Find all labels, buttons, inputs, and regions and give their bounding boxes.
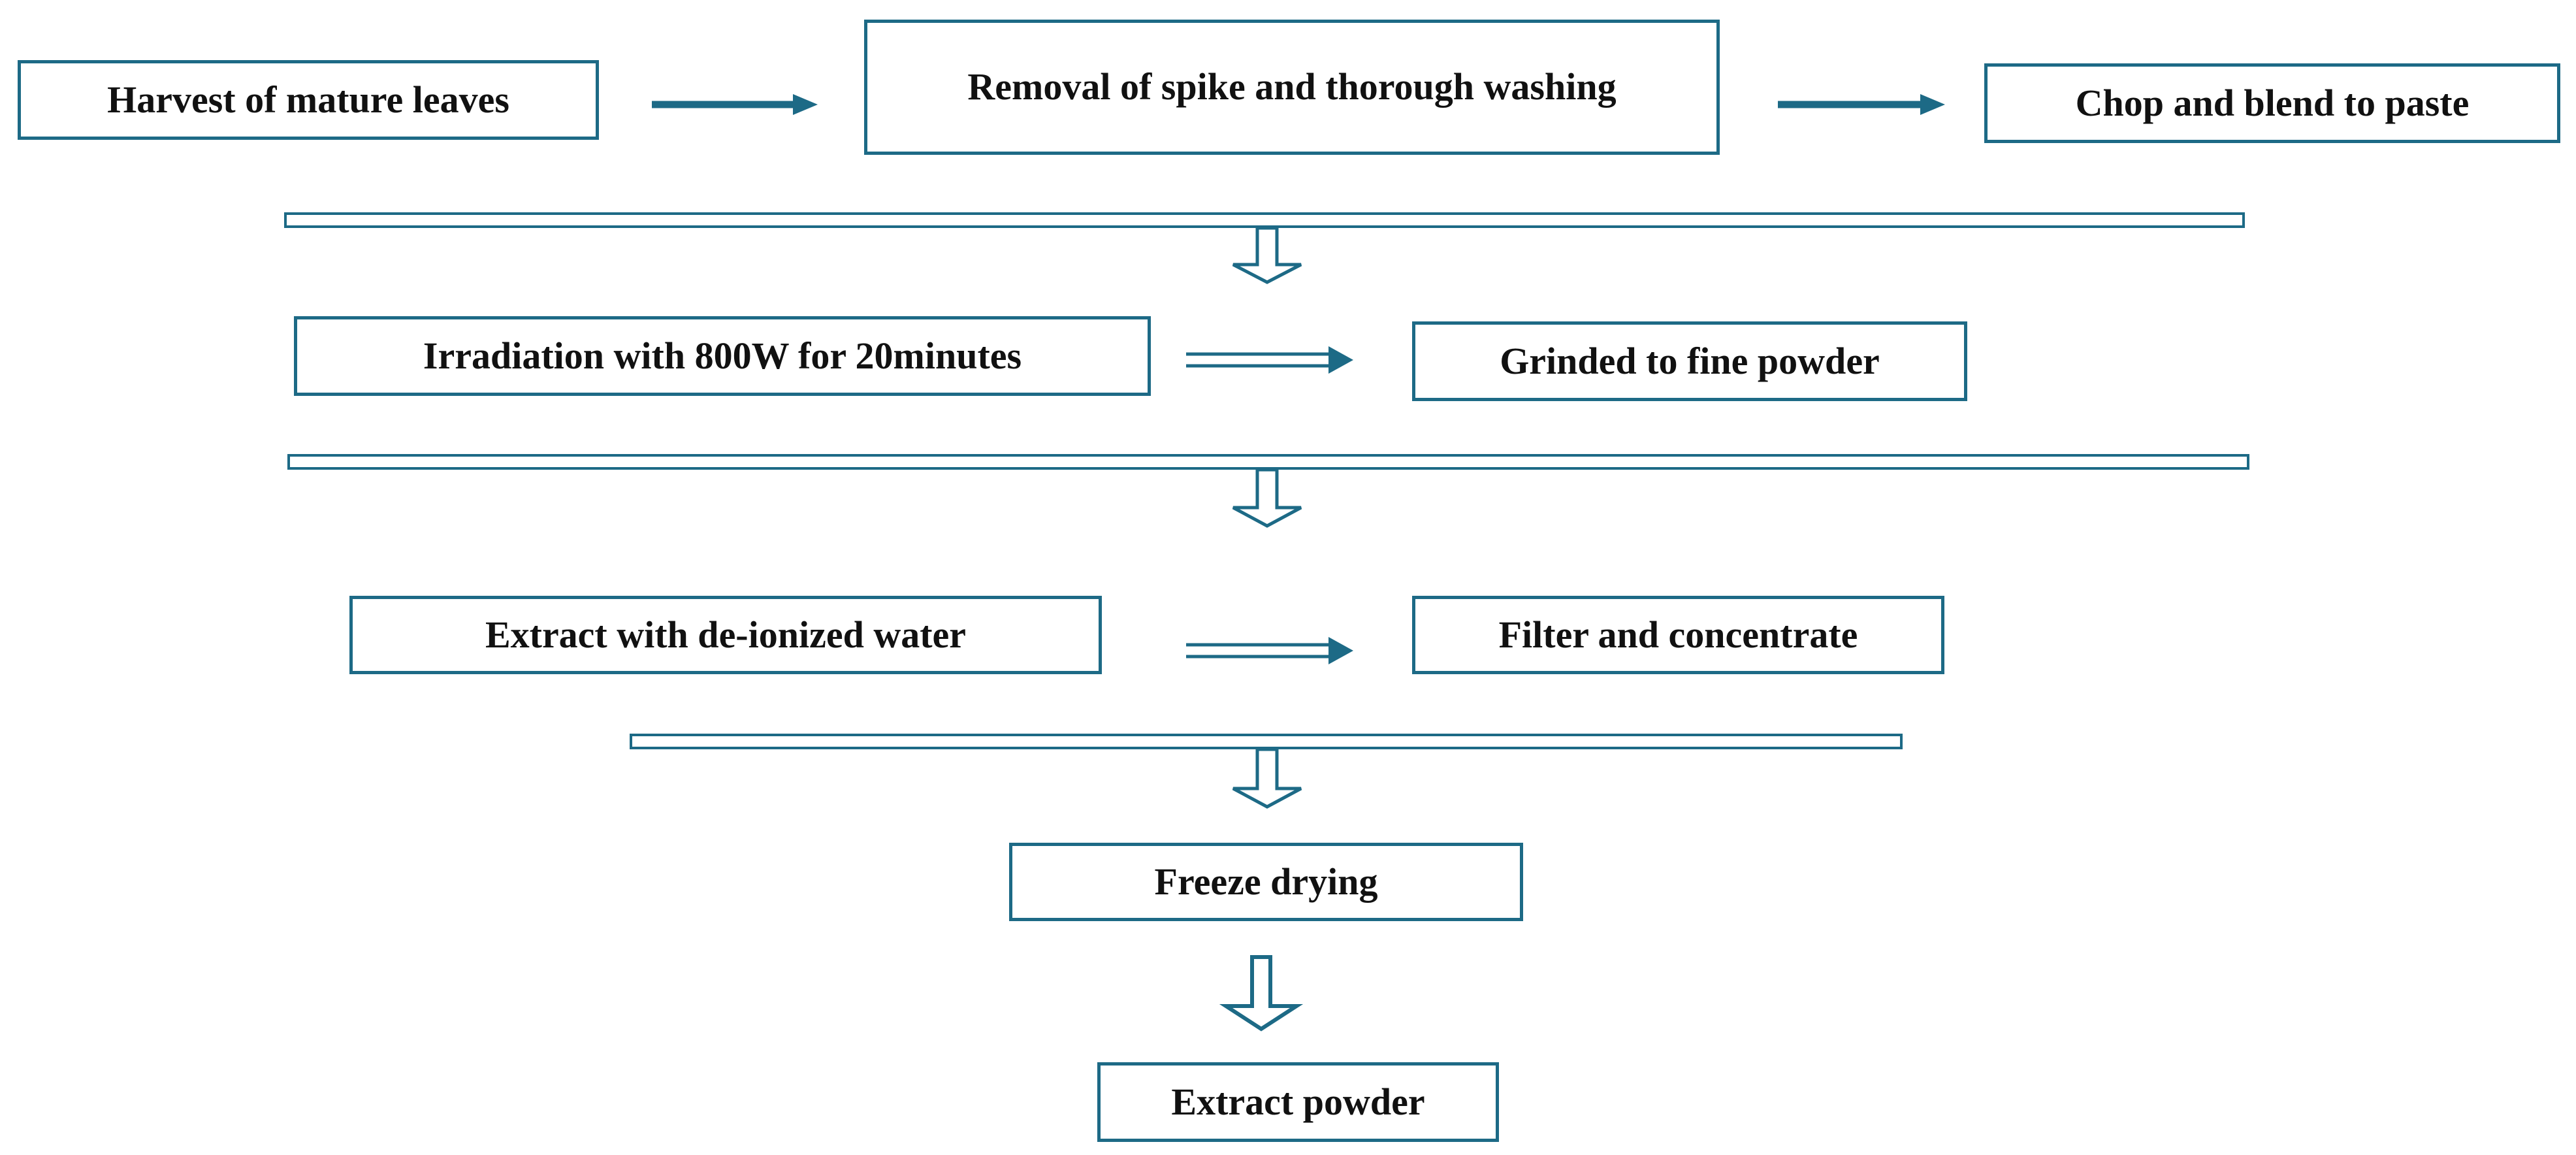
collector-bar-3 [630,734,1903,749]
step-powder: Extract powder [1097,1062,1499,1142]
down-arrow-1 [1232,226,1302,284]
arrow-extract-to-filter [1186,637,1353,664]
step-removal: Removal of spike and thorough washing [864,20,1720,155]
step-extract-water-label: Extract with de-ionized water [485,613,967,656]
step-extract-water: Extract with de-ionized water [349,596,1102,674]
collector-bar-1 [284,212,2245,228]
step-harvest-label: Harvest of mature leaves [107,78,509,121]
arrow-irradiation-to-grind [1186,346,1353,374]
step-filter: Filter and concentrate [1412,596,1944,674]
step-irradiation-label: Irradiation with 800W for 20minutes [423,334,1022,377]
collector-bar-2 [287,454,2249,470]
arrow-harvest-to-removal [652,94,818,115]
step-irradiation: Irradiation with 800W for 20minutes [294,316,1151,396]
step-chop-label: Chop and blend to paste [2075,81,2470,124]
step-chop: Chop and blend to paste [1984,63,2560,143]
down-arrow-2 [1232,468,1302,528]
step-powder-label: Extract powder [1171,1080,1425,1123]
step-harvest: Harvest of mature leaves [18,60,599,140]
down-arrow-3 [1232,747,1302,809]
arrow-removal-to-chop [1778,94,1945,115]
step-removal-label: Removal of spike and thorough washing [967,65,1617,108]
step-grind: Grinded to fine powder [1412,321,1967,401]
step-filter-label: Filter and concentrate [1498,613,1858,656]
step-grind-label: Grinded to fine powder [1500,339,1880,382]
down-arrow-4 [1219,955,1304,1032]
step-freeze: Freeze drying [1009,843,1523,921]
step-freeze-label: Freeze drying [1154,860,1378,903]
